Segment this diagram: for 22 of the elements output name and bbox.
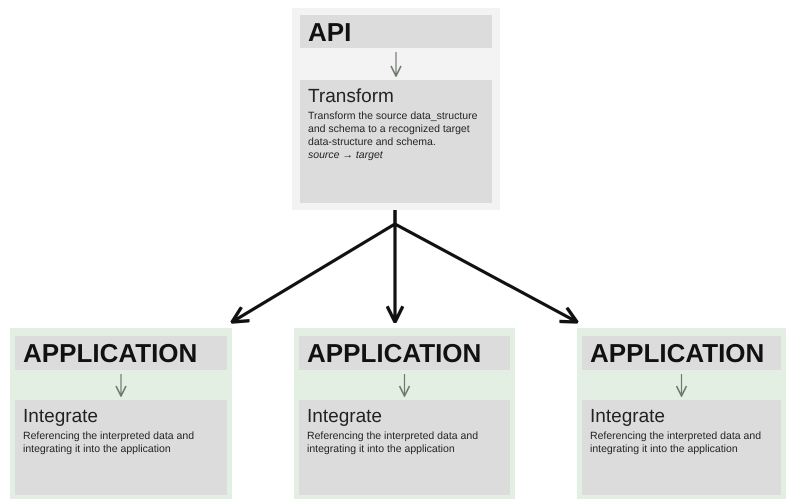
description: Referencing the interpreted data and integrating it into the application bbox=[23, 430, 196, 456]
heading: APPLICATION bbox=[23, 338, 198, 368]
arrow bbox=[115, 374, 127, 397]
step-title: Integrate bbox=[307, 406, 383, 428]
arrow bbox=[390, 52, 402, 77]
arrow bbox=[676, 374, 688, 397]
arrow bbox=[393, 210, 579, 324]
description: Referencing the interpreted data and integrating it into the application bbox=[307, 430, 480, 456]
mapping-note: source → target bbox=[308, 149, 384, 162]
heading: APPLICATION bbox=[590, 338, 764, 368]
description: Referencing the interpreted data and integrating it into the application bbox=[590, 430, 762, 456]
arrow bbox=[398, 374, 410, 397]
step-title: Transform bbox=[308, 86, 395, 108]
card-background bbox=[577, 328, 786, 499]
card-background bbox=[294, 328, 515, 499]
card-background bbox=[10, 328, 232, 499]
description: Transform the source data_structure and schema to a recognized target data-structure and schema. bbox=[308, 110, 478, 149]
heading: API bbox=[308, 17, 352, 47]
card-background bbox=[292, 8, 500, 210]
step-title: Integrate bbox=[23, 406, 99, 428]
heading: APPLICATION bbox=[307, 338, 482, 368]
step-title: Integrate bbox=[590, 406, 666, 428]
